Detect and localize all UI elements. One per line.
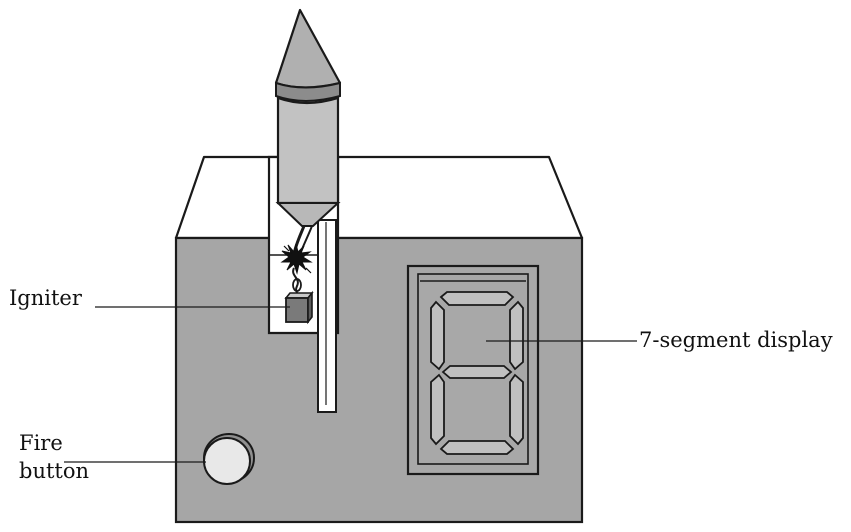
spark-burst [280, 243, 313, 275]
seven-segments [430, 291, 524, 455]
launch-rail [317, 219, 337, 413]
segment-c [509, 373, 524, 446]
box-top-face [174, 155, 584, 240]
display-label: 7-segment display [639, 328, 833, 352]
segment-f [430, 300, 445, 371]
igniter-block [285, 297, 309, 323]
fire-button-face [203, 437, 251, 485]
igniter-label: Igniter [9, 286, 83, 310]
segment-d [439, 440, 515, 455]
rocket-tail [275, 202, 341, 227]
fire-button-label-line2: button [19, 459, 89, 483]
segment-e [430, 373, 445, 446]
rocket-band [275, 81, 341, 102]
rocket-body [276, 96, 340, 205]
fire-button-label-line1: Fire [19, 431, 63, 455]
segment-b [509, 300, 524, 371]
segment-g [441, 365, 513, 379]
igniter-block-side [307, 290, 313, 325]
segment-a [439, 291, 515, 306]
igniter-coil [292, 278, 302, 292]
rocket-nose-cone [274, 8, 342, 89]
